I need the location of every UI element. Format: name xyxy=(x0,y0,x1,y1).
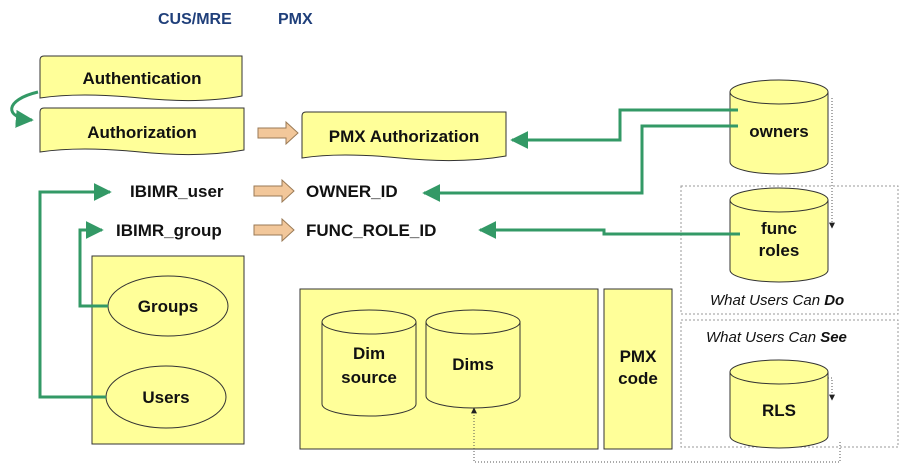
pmx-code-line1: PMX xyxy=(620,347,658,366)
ibimr-user-label: IBIMR_user xyxy=(130,182,224,201)
ibimr-group-label: IBIMR_group xyxy=(116,221,222,240)
pmx-code-box xyxy=(603,288,673,450)
pmx-authorization-scroll: PMX Authorization xyxy=(301,111,507,162)
dims-cylinder: Dims xyxy=(425,309,521,409)
owner-id-label: OWNER_ID xyxy=(306,182,398,201)
func-roles-line2: roles xyxy=(759,241,800,260)
what-users-can-see-caption: What Users Can See xyxy=(706,329,847,346)
dotted-rls-to-dims xyxy=(471,407,841,463)
func-roles-to-func-role-id-connector xyxy=(478,221,740,239)
dim-source-cylinder: Dim source xyxy=(321,309,417,417)
func-role-id-label: FUNC_ROLE_ID xyxy=(306,221,436,240)
dims-label: Dims xyxy=(452,355,494,374)
what-users-can-do-region xyxy=(680,185,899,315)
what-users-can-do-caption: What Users Can Do xyxy=(710,292,844,309)
owners-cylinder: owners xyxy=(729,79,829,175)
dotted-rls-side xyxy=(828,377,835,401)
owners-label: owners xyxy=(749,122,809,141)
block-arrow-owner xyxy=(253,178,295,204)
owners-to-pmx-authorization-connector xyxy=(510,108,738,149)
block-arrow-func-role xyxy=(253,217,295,243)
pmx-authorization-label: PMX Authorization xyxy=(329,127,479,146)
header-cus-mre: CUS/MRE xyxy=(158,11,232,28)
users-oval: Users xyxy=(105,365,227,429)
groups-to-ibimr-group-connector xyxy=(78,221,108,308)
rls-cylinder: RLS xyxy=(729,359,829,449)
authentication-label: Authentication xyxy=(83,69,202,88)
dim-source-line2: source xyxy=(341,368,397,387)
dim-source-line1: Dim xyxy=(353,344,385,363)
groups-label: Groups xyxy=(138,297,198,316)
pmx-code-line2: code xyxy=(618,369,658,388)
auth-curved-arrow xyxy=(10,90,39,128)
users-to-ibimr-user-connector xyxy=(38,183,112,399)
authorization-scroll: Authorization xyxy=(39,107,245,156)
func-roles-cylinder: func roles xyxy=(729,187,829,283)
func-roles-line1: func xyxy=(761,219,797,238)
rls-label: RLS xyxy=(762,401,796,420)
block-arrows xyxy=(253,120,299,243)
owners-to-owner-id-connector xyxy=(422,124,738,202)
groups-oval: Groups xyxy=(107,275,229,337)
header-pmx: PMX xyxy=(278,11,313,28)
authorization-label: Authorization xyxy=(87,123,197,142)
block-arrow-authorization xyxy=(257,120,299,146)
users-label: Users xyxy=(142,388,189,407)
authentication-scroll: Authentication xyxy=(39,55,243,102)
